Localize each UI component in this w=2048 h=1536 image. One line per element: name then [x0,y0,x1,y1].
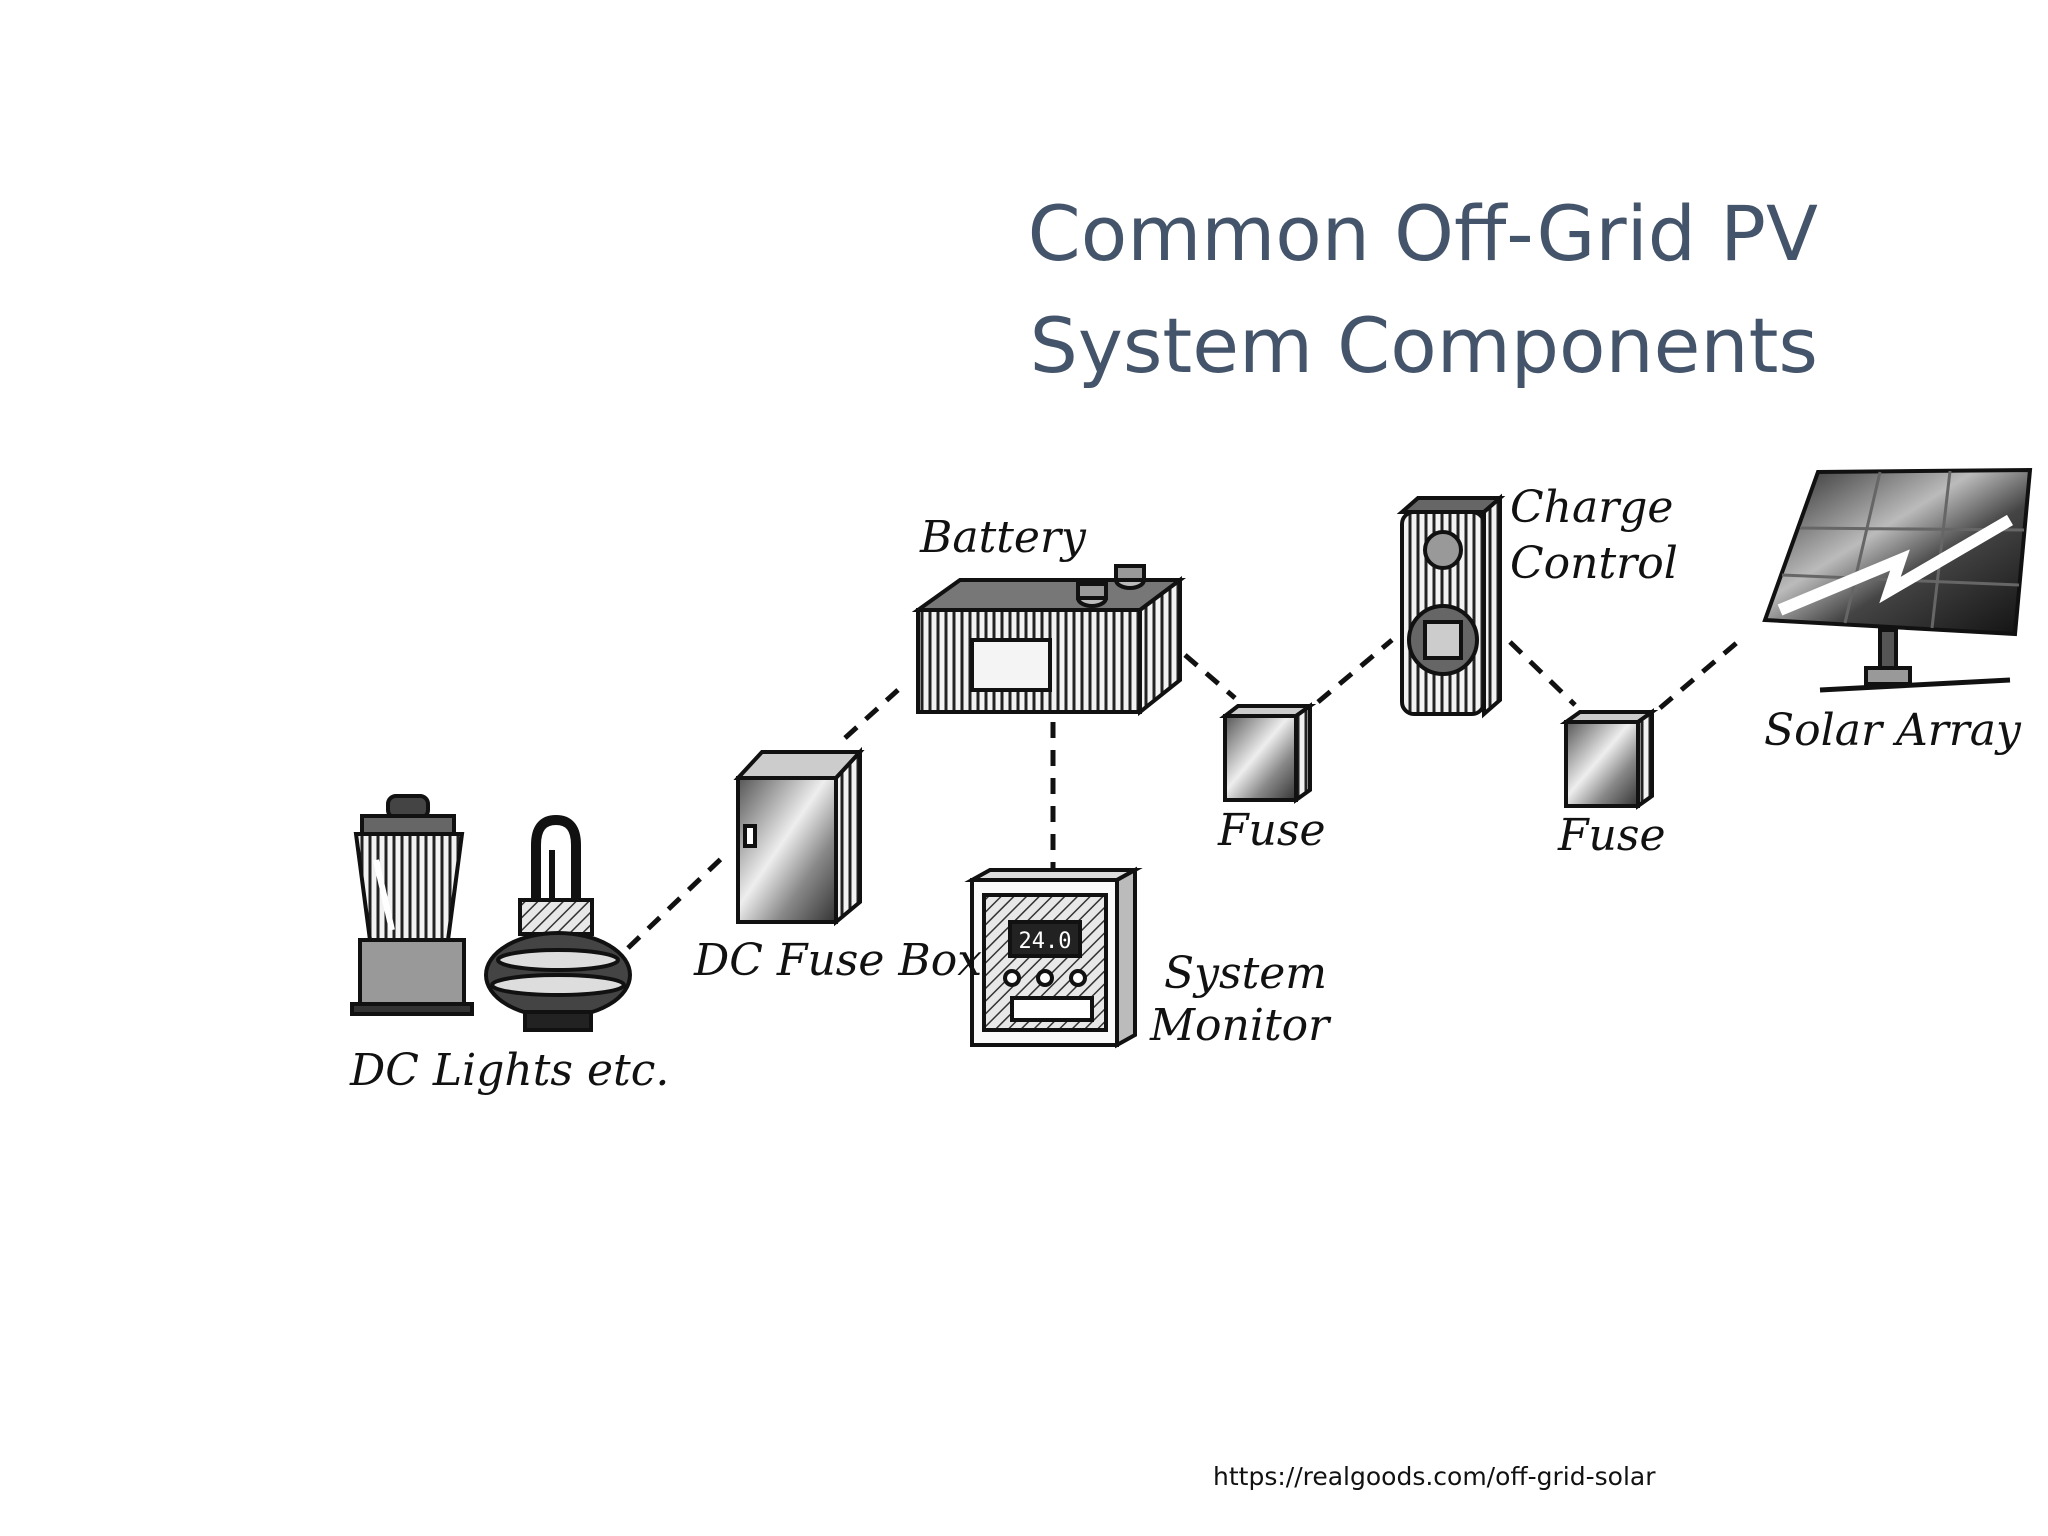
system-monitor-icon: 24.0 [964,866,1143,1049]
battery-icon [911,564,1186,717]
dc-fuse-box-icon [733,746,865,927]
slide-title: Common Off-Grid PV System Components [818,178,1818,402]
connection-lines [626,638,1742,950]
label-charge-control-line1: Charge [1510,482,1673,533]
blender-icon [350,794,474,1016]
label-solar-array: Solar Array [1764,705,2022,756]
source-url: https://realgoods.com/off-grid-solar [1213,1462,1656,1491]
wire-fusebox-to-battery [843,688,900,740]
wire-battery-to-fuse-left [1183,653,1237,700]
label-fuse-left: Fuse [1217,805,1326,856]
label-fuse-right: Fuse [1557,810,1666,861]
monitor-display-readout: 24.0 [1019,929,1072,954]
wire-lights-to-fusebox [626,853,727,950]
title-line-1: Common Off-Grid PV [1027,189,1818,278]
title-line-2: System Components [1029,301,1818,390]
label-system-monitor-line1: System [1164,948,1327,999]
fuse-right-icon [1559,708,1659,810]
wire-charge-control-to-fuse-right [1508,640,1577,707]
solar-panel-icon [1762,467,2033,693]
label-dc-fuse-box: DC Fuse Box [693,935,982,986]
fuse-left-icon [1219,702,1317,804]
label-battery: Battery [919,512,1087,563]
label-system-monitor-line2: Monitor [1149,1000,1332,1051]
charge-controller-icon [1396,493,1506,719]
label-dc-lights: DC Lights etc. [349,1045,669,1096]
label-charge-control-line2: Control [1510,538,1678,589]
wire-fuse-left-to-charge-control [1316,638,1394,704]
wire-fuse-right-to-solar [1658,638,1742,710]
cfl-bulb-icon [484,814,632,1032]
